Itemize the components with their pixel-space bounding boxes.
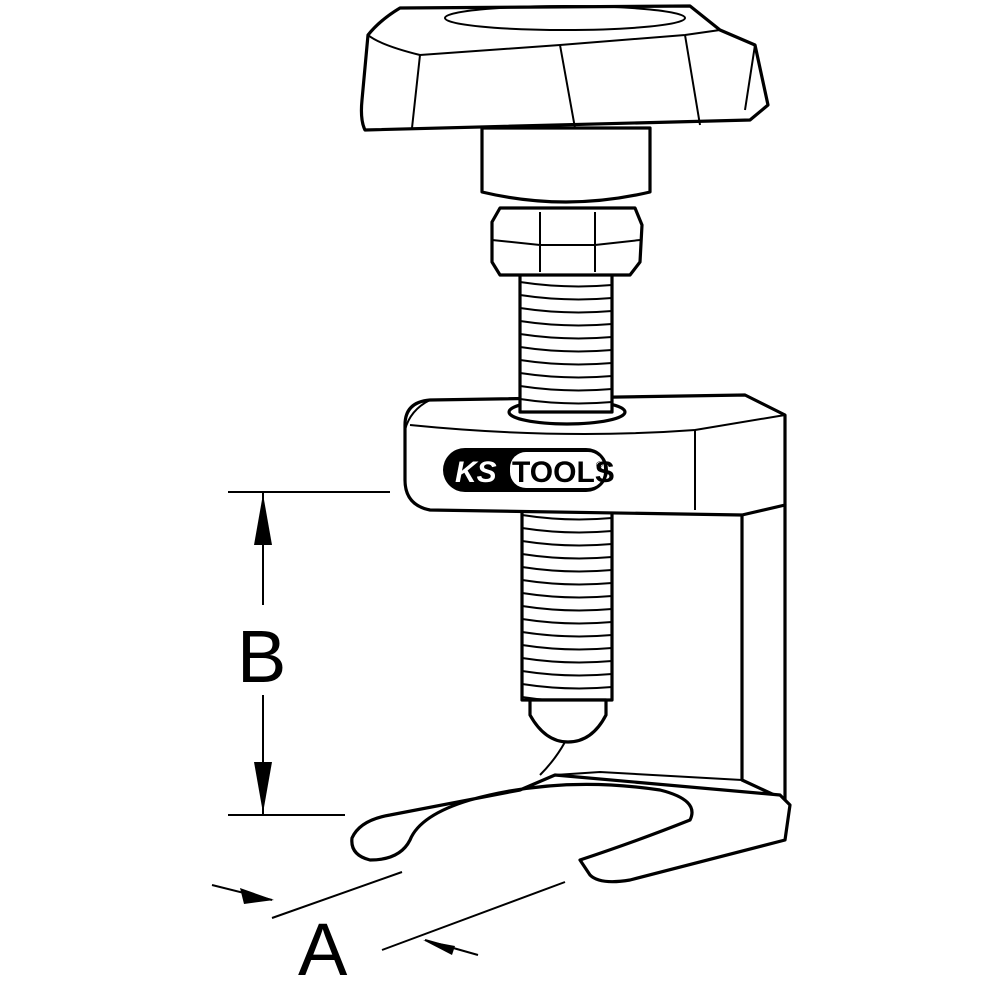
thread-line	[521, 631, 613, 638]
turning-knob	[359, 4, 770, 132]
thread-line	[519, 346, 613, 353]
thread-line	[519, 372, 613, 379]
thread-line	[519, 333, 613, 340]
dimension-a: A	[211, 871, 566, 991]
spindle-upper-thread	[518, 270, 614, 414]
spindle-lower-thread	[520, 503, 614, 776]
thread-line	[519, 281, 613, 288]
logo-ks: KS	[455, 456, 497, 489]
fork-base	[350, 770, 792, 884]
ks-tools-logo: KS TOOLS ®	[443, 448, 615, 492]
thread-line	[521, 592, 613, 599]
thread-line	[519, 359, 613, 366]
thread-line	[521, 670, 613, 677]
thread-line	[521, 514, 613, 521]
thread-line	[519, 320, 613, 327]
thread-line	[521, 618, 613, 625]
dimension-b-label: B	[237, 615, 286, 698]
thread-line	[519, 385, 613, 392]
thread-line	[519, 398, 613, 405]
logo-tools: TOOLS	[512, 456, 615, 489]
thread-line	[521, 683, 613, 690]
thread-line	[521, 605, 613, 612]
thread-line	[519, 307, 613, 314]
puller-leg	[740, 498, 787, 802]
thread-line	[519, 294, 613, 301]
dimension-b: B	[228, 491, 390, 816]
lock-nut	[490, 206, 644, 277]
thread-line	[521, 553, 613, 560]
spindle-collar	[480, 126, 652, 204]
thread-line	[521, 540, 613, 547]
dimension-a-label: A	[298, 908, 348, 991]
thread-line	[521, 527, 613, 534]
thread-line	[521, 644, 613, 651]
thread-line	[521, 566, 613, 573]
logo-registered: ®	[596, 460, 603, 470]
thread-line	[521, 657, 613, 664]
thread-line	[521, 579, 613, 586]
